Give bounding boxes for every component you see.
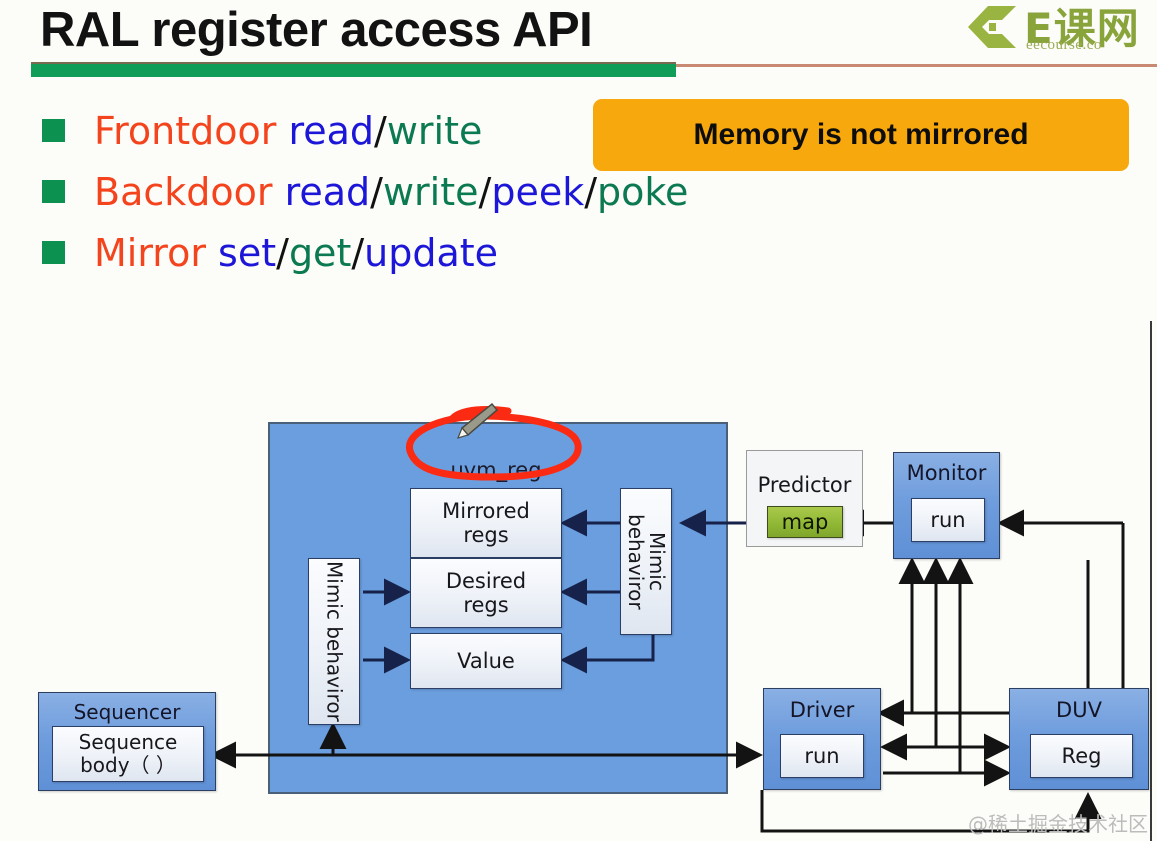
sequence-body-line1: Sequence [78,730,178,754]
bullet-part: write [382,169,479,214]
bullet-text: Mirror set/get/update [94,231,498,275]
mimic-left-label: Mimic behaviror [322,561,347,722]
desired-regs-box: Desired regs [410,558,562,628]
predictor-box: Predictor map [746,450,863,547]
title-underline-green [31,62,676,77]
desired-regs-line2: regs [463,593,509,617]
mimic-behavior-right-box: Mimic behaviror [620,488,672,635]
mirrored-regs-line2: regs [463,523,509,547]
map-label: map [781,510,829,534]
uvm-reg-diagram: uvm_reg [0,395,1157,841]
bullet-text: Backdoor read/write/peek/poke [94,170,688,214]
duv-reg-label: Reg [1061,744,1102,768]
duv-box: DUV Reg [1009,688,1149,790]
bullet-part: Mirror [94,230,219,275]
callout-memory-not-mirrored: Memory is not mirrored [593,99,1129,171]
value-box: Value [410,633,562,689]
bullet-part: Frontdoor [94,108,289,153]
diagram-arrows [209,509,1125,833]
bullet-part: / [478,169,492,214]
bullet-part: / [374,108,387,153]
sequencer-title: Sequencer [73,700,181,724]
monitor-run-label: run [930,508,966,532]
pen-cursor-icon [456,402,499,439]
monitor-run-box: run [911,498,985,542]
mimic-right-label: Mimic behaviror [624,513,670,610]
mirrored-regs-box: Mirrored regs [410,488,562,558]
bullet-text: Frontdoor read/write [94,109,482,153]
driver-box: Driver run [763,688,881,790]
sequencer-box: Sequencer Sequence body（ ） [38,692,216,791]
bullet-square-icon [42,180,65,203]
bullet-square-icon [42,119,65,142]
red-ellipse-icon [406,412,582,481]
callout-text: Memory is not mirrored [693,118,1029,151]
sequence-body-line2: body（ ） [80,753,176,777]
api-bullet-list: Frontdoor read/write Backdoor read/write… [42,100,688,283]
bullet-part: read [284,169,371,214]
bullet-part: / [584,169,598,214]
eecourse-logo: E课网 eecourse.co [962,1,1157,59]
bullet-part: peek [491,169,585,214]
bullet-part: / [276,230,289,275]
logo-name-cn: E课网 [1024,4,1140,53]
duv-reg-box: Reg [1030,734,1133,778]
bullet-part: write [386,108,483,153]
list-item: Backdoor read/write/peek/poke [42,161,688,222]
page-title: RAL register access API [40,3,593,57]
right-edge-line [1150,321,1152,841]
bullet-part: set [218,230,277,275]
predictor-title: Predictor [757,473,852,497]
watermark: @稀土掘金技术社区 [968,812,1148,836]
bullet-part: / [351,230,365,275]
sequence-body-box: Sequence body（ ） [52,726,204,782]
desired-regs-line1: Desired [445,568,527,593]
monitor-title: Monitor [906,461,987,485]
monitor-box: Monitor run [893,452,1000,559]
bullet-part: Backdoor [94,169,285,214]
title-underline-thin [676,64,1157,67]
list-item: Frontdoor read/write [42,100,688,161]
duv-title: DUV [1056,698,1102,722]
map-box: map [767,506,843,538]
bullet-square-icon [42,241,65,264]
bullet-part: get [288,230,352,275]
mimic-behavior-left-box: Mimic behaviror [308,558,360,725]
bullet-part: poke [597,169,689,214]
driver-run-box: run [780,734,864,778]
mirrored-regs-line1: Mirrored [442,498,530,523]
bullet-part: read [288,108,375,153]
bullet-part: / [370,169,383,214]
driver-title: Driver [789,698,855,722]
bullet-part: update [364,230,499,275]
value-label: Value [457,649,515,673]
red-annotation-layer [406,402,582,481]
list-item: Mirror set/get/update [42,222,688,283]
driver-run-label: run [804,744,840,768]
red-stroke-icon [449,406,512,422]
logo-url: eecourse.co [1026,37,1102,53]
eecourse-logo-mark [968,6,1016,48]
